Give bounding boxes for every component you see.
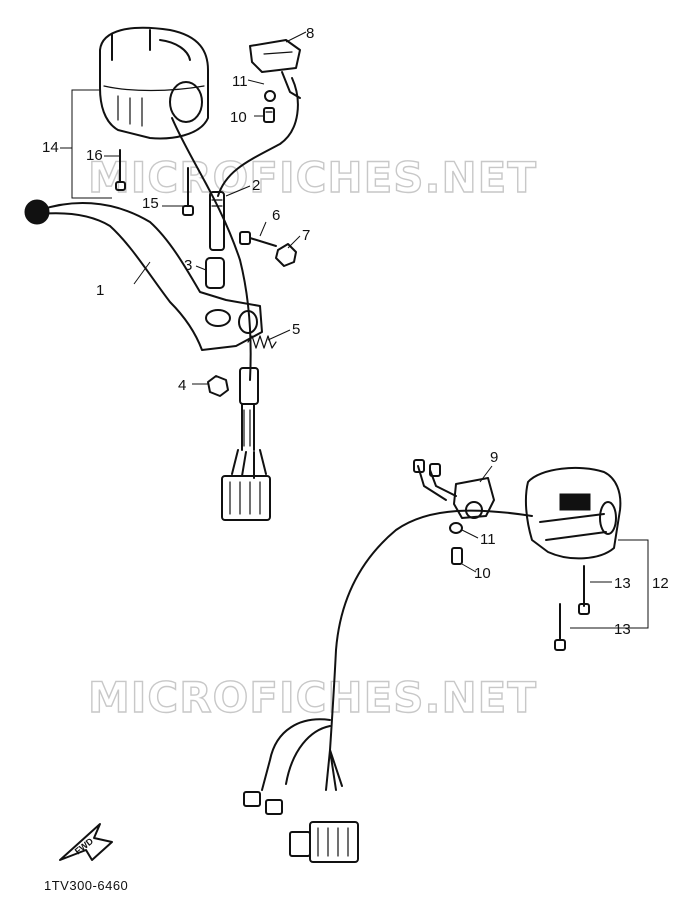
- callout-10-right: 10: [474, 565, 491, 582]
- clutch-lever: [24, 199, 263, 351]
- part-13-bolt-lower: [554, 603, 566, 651]
- part-10-screw-right: [451, 547, 463, 565]
- callout-11-right: 11: [480, 531, 496, 548]
- part-9-switch: [413, 459, 495, 519]
- leader-9: [479, 465, 493, 483]
- part-10-screw: [263, 107, 275, 123]
- leader-1: [133, 261, 151, 285]
- left-switch-housing: [99, 26, 209, 140]
- watermark-bottom: MICROFICHES.NET: [88, 673, 537, 722]
- leader-11: [247, 79, 265, 85]
- bracket-14: [71, 89, 112, 199]
- fwd-arrow-icon: FWD: [59, 823, 113, 861]
- switch-8-wire: [217, 77, 299, 197]
- part-15-bolt: [182, 167, 194, 216]
- leader-8: [285, 31, 307, 43]
- callout-9: 9: [490, 449, 498, 466]
- callout-16: 16: [86, 147, 103, 164]
- callout-3: 3: [184, 257, 192, 274]
- part-3-collar: [205, 257, 225, 289]
- callout-1: 1: [96, 282, 104, 299]
- leader-11-right: [461, 529, 479, 539]
- left-wire-harness: [171, 117, 271, 521]
- callout-6: 6: [272, 207, 280, 224]
- callout-10-left: 10: [230, 109, 247, 126]
- callout-13-lower: 13: [614, 621, 631, 638]
- callout-15: 15: [142, 195, 159, 212]
- fwd-label: FWD: [73, 836, 96, 857]
- callout-12: 12: [652, 575, 669, 592]
- callout-11-left: 11: [232, 73, 248, 90]
- callout-8: 8: [306, 25, 314, 42]
- callout-13-upper: 13: [614, 575, 631, 592]
- part-5-spring: [247, 335, 277, 349]
- leader-7: [287, 235, 301, 249]
- leader-10-right: [461, 563, 477, 573]
- right-switch-housing: [524, 466, 622, 560]
- leader-3: [195, 265, 207, 271]
- callout-5: 5: [292, 321, 300, 338]
- watermark-top: MICROFICHES.NET: [88, 153, 537, 202]
- callout-2: 2: [252, 177, 260, 194]
- callout-7: 7: [302, 227, 310, 244]
- part-2-sleeve: [209, 191, 225, 251]
- part-13-bolt-upper: [578, 565, 590, 615]
- part-6-bolt: [239, 231, 277, 247]
- leader-2: [225, 185, 251, 197]
- callout-14: 14: [42, 139, 59, 156]
- catalog-code: 1TV300-6460: [44, 878, 128, 893]
- part-4-nut: [207, 375, 229, 397]
- leader-5: [267, 329, 291, 341]
- callout-4: 4: [178, 377, 186, 394]
- leader-6: [259, 221, 267, 237]
- part-7-nut: [275, 243, 297, 267]
- right-wire-harness: [243, 509, 533, 863]
- part-8-switch: [249, 39, 301, 99]
- part-11-washer: [264, 90, 276, 102]
- part-11-washer-right: [449, 522, 463, 534]
- part-16-bolt: [115, 149, 126, 191]
